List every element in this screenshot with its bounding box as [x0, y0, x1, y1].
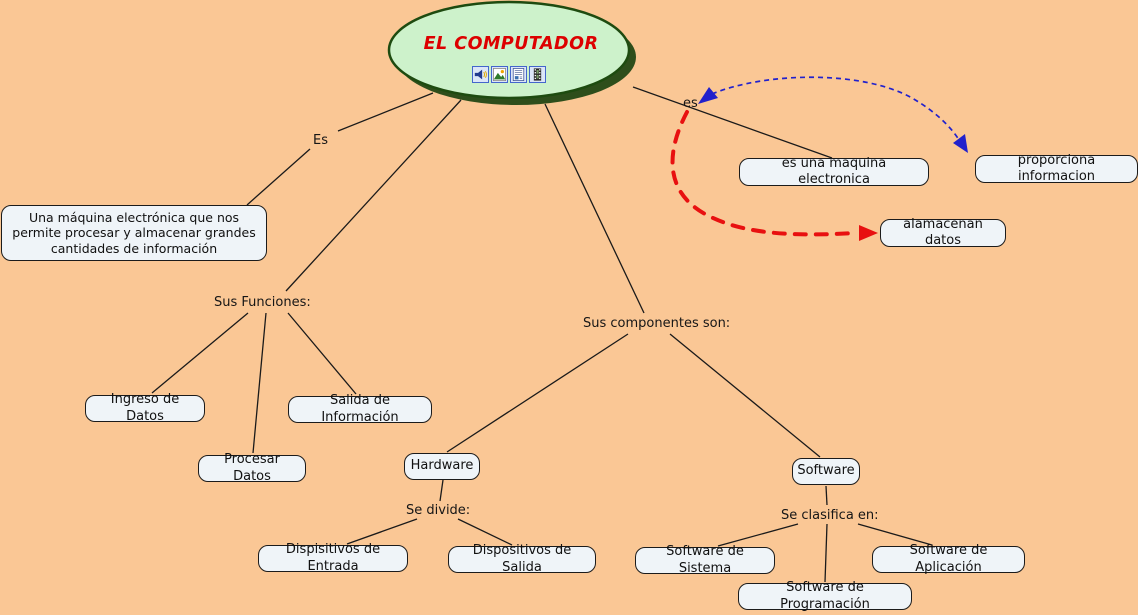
- line-funciones-to-salida-info: [287, 312, 357, 395]
- blue-arrowhead-left-icon: [698, 87, 718, 104]
- concept-dispositivos-entrada[interactable]: Dispisitivos de Entrada: [258, 542, 408, 574]
- line-funciones-to-procesar: [252, 312, 267, 454]
- root-resource-icons: [472, 66, 552, 85]
- line-software-to-clasifica: [825, 485, 828, 506]
- line-divide-to-salida-disp: [457, 518, 513, 546]
- linking-phrase-es-lower[interactable]: es: [683, 96, 698, 111]
- concept-proporciona-informacion[interactable]: proporciona informacion: [975, 153, 1138, 184]
- linking-phrase-divide[interactable]: Se divide:: [406, 503, 471, 518]
- concept-procesar-datos[interactable]: Procesar Datos: [198, 452, 306, 484]
- image-icon[interactable]: [491, 66, 508, 83]
- audio-icon[interactable]: [472, 66, 489, 83]
- red-dashed-arrow: [670, 110, 878, 241]
- line-clasifica-to-sistema: [717, 523, 799, 547]
- concept-salida-informacion[interactable]: Salida de Información: [288, 393, 432, 425]
- line-root-to-maquina: [632, 86, 833, 159]
- concept-software-aplicacion[interactable]: Software de Aplicación: [872, 543, 1025, 575]
- concept-hardware[interactable]: Hardware: [404, 453, 480, 480]
- line-clasifica-to-programacion: [824, 523, 828, 583]
- line-es-capital-to-definicion: [246, 148, 311, 206]
- concept-ingreso-datos[interactable]: Ingreso de Datos: [85, 392, 205, 424]
- concept-maquina-electronica[interactable]: es una maquina electronica: [739, 156, 929, 187]
- concept-almacenan-datos[interactable]: alamacenan datos: [880, 217, 1006, 248]
- linking-phrase-es-capital[interactable]: Es: [313, 133, 328, 148]
- line-componentes-to-software: [669, 333, 821, 458]
- line-root-to-es-capital: [337, 92, 434, 132]
- line-root-to-componentes: [544, 103, 645, 314]
- document-icon[interactable]: [510, 66, 527, 83]
- line-componentes-to-hardware: [446, 333, 629, 453]
- concept-dispositivos-salida[interactable]: Dispositivos de Salida: [448, 543, 596, 575]
- line-clasifica-to-aplicacion: [857, 523, 933, 546]
- line-funciones-to-ingreso: [151, 312, 249, 394]
- root-concept-title[interactable]: EL COMPUTADOR: [423, 34, 599, 54]
- linking-phrase-funciones[interactable]: Sus Funciones:: [214, 295, 311, 310]
- red-arrowhead-icon: [859, 225, 878, 241]
- line-divide-to-entrada: [346, 518, 418, 545]
- concept-software-programacion[interactable]: Software de Programación: [738, 580, 912, 612]
- concept-definicion[interactable]: Una máquina electrónica que nos permite …: [1, 205, 267, 261]
- blue-arrowhead-right-icon: [953, 134, 968, 153]
- blue-dashed-arrow: [698, 76, 968, 153]
- concept-software-sistema[interactable]: Software de Sistema: [635, 544, 775, 576]
- line-hardware-to-divide: [439, 479, 444, 502]
- linking-phrase-clasifica[interactable]: Se clasifica en:: [781, 508, 879, 523]
- line-root-to-funciones: [285, 99, 462, 292]
- concept-software[interactable]: Software: [792, 458, 860, 485]
- root-ellipse[interactable]: [387, 0, 631, 100]
- video-icon[interactable]: [529, 66, 546, 83]
- linking-phrase-componentes[interactable]: Sus componentes son:: [583, 316, 731, 331]
